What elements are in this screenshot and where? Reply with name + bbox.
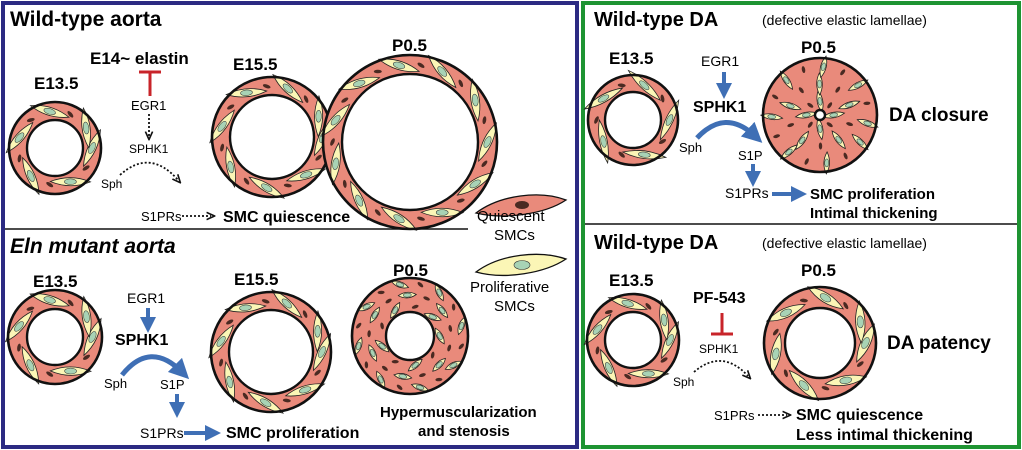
sphk1-rb: SPHK1 bbox=[699, 342, 739, 356]
vessel-lb-e155 bbox=[208, 288, 333, 414]
sph-lt: Sph bbox=[101, 177, 122, 191]
stage-e155-lt: E15.5 bbox=[233, 55, 277, 74]
stage-e135-rt: E13.5 bbox=[609, 49, 653, 68]
s1prs-rt: S1PRs bbox=[725, 185, 769, 201]
vessel-rt-p05 bbox=[759, 55, 879, 175]
sph-lb: Sph bbox=[104, 376, 127, 391]
vessel-lt-e155 bbox=[209, 73, 334, 199]
sph-rb: Sph bbox=[673, 375, 694, 389]
inhibit-symbol-lt bbox=[139, 70, 161, 96]
s1prs-lt: S1PRs bbox=[141, 209, 182, 224]
dotted-curve-arrow-rb bbox=[693, 360, 748, 376]
left-panel-frame bbox=[1, 1, 579, 449]
vessel-rb-p05 bbox=[762, 285, 878, 402]
legend-proliferative-smc bbox=[474, 253, 568, 277]
vessel-lb-e135 bbox=[4, 288, 104, 386]
vessel-lb-p05 bbox=[350, 276, 470, 396]
dotted-curve-arrow-lt bbox=[119, 161, 178, 180]
stage-p05-lb: P0.5 bbox=[393, 261, 428, 280]
result-rb: DA patency bbox=[887, 333, 991, 354]
vessel-lt-e135 bbox=[5, 100, 103, 196]
curved-arrow-sph-s1p-rt bbox=[695, 120, 763, 143]
result-lb-line2: and stenosis bbox=[418, 423, 510, 440]
stage-p05-lt: P0.5 bbox=[392, 36, 427, 55]
stage-e135-rb: E13.5 bbox=[609, 271, 653, 290]
elastin-label: E14~ elastin bbox=[90, 49, 189, 68]
sph-rt: Sph bbox=[679, 140, 702, 155]
curved-arrow-sph-s1p-lb bbox=[120, 354, 190, 380]
s1prs-lb: S1PRs bbox=[140, 425, 184, 441]
outcome-rb-line1: SMC quiescence bbox=[796, 407, 923, 424]
vessel-lt-p05 bbox=[320, 53, 499, 231]
egr1-rt: EGR1 bbox=[701, 53, 739, 69]
right-bottom-title: Wild-type DA bbox=[594, 232, 718, 254]
stage-p05-rb: P0.5 bbox=[801, 261, 836, 280]
legend-quiescent-smc bbox=[474, 194, 568, 217]
result-lb-line1: Hypermuscularization bbox=[380, 404, 537, 421]
left-bottom-title: Eln mutant aorta bbox=[10, 235, 176, 258]
right-top-title: Wild-type DA bbox=[594, 9, 718, 31]
egr1-lb: EGR1 bbox=[127, 290, 165, 306]
stage-e135-lt: E13.5 bbox=[34, 74, 78, 93]
sphk1-lb: SPHK1 bbox=[115, 332, 168, 349]
s1prs-rb: S1PRs bbox=[714, 408, 755, 423]
s1p-lb: S1P bbox=[160, 377, 185, 392]
right-bottom-subtitle: (defective elastic lamellae) bbox=[762, 235, 927, 251]
legend-proliferative-line1: Proliferative bbox=[470, 279, 549, 296]
outcome-rt-line1: SMC proliferation bbox=[810, 186, 935, 203]
sphk1-lt: SPHK1 bbox=[129, 142, 169, 156]
inhibit-symbol-rb bbox=[711, 313, 733, 336]
stage-e155-lb: E15.5 bbox=[234, 270, 278, 289]
vessel-rt-e135 bbox=[583, 69, 680, 167]
result-rt: DA closure bbox=[889, 105, 989, 126]
stage-p05-rt: P0.5 bbox=[801, 38, 836, 57]
egr1-lt: EGR1 bbox=[131, 98, 166, 113]
legend-quiescent-line2: SMCs bbox=[494, 227, 535, 244]
legend-quiescent-line1: Quiescent bbox=[477, 208, 545, 225]
vessel-rb-e135 bbox=[583, 292, 681, 388]
left-top-title: Wild-type aorta bbox=[10, 8, 162, 31]
stage-e135-lb: E13.5 bbox=[33, 272, 77, 291]
outcome-lt: SMC quiescence bbox=[223, 209, 350, 226]
s1p-rt: S1P bbox=[738, 148, 763, 163]
outcome-lb: SMC proliferation bbox=[226, 425, 359, 442]
outcome-rb-line2: Less intimal thickening bbox=[796, 427, 973, 444]
outcome-rt-line2: Intimal thickening bbox=[810, 205, 938, 222]
legend-proliferative-line2: SMCs bbox=[494, 298, 535, 315]
right-panel-frame bbox=[581, 1, 1021, 449]
sphk1-rt: SPHK1 bbox=[693, 99, 746, 116]
right-top-subtitle: (defective elastic lamellae) bbox=[762, 12, 927, 28]
inhibitor-rb: PF-543 bbox=[693, 290, 746, 307]
